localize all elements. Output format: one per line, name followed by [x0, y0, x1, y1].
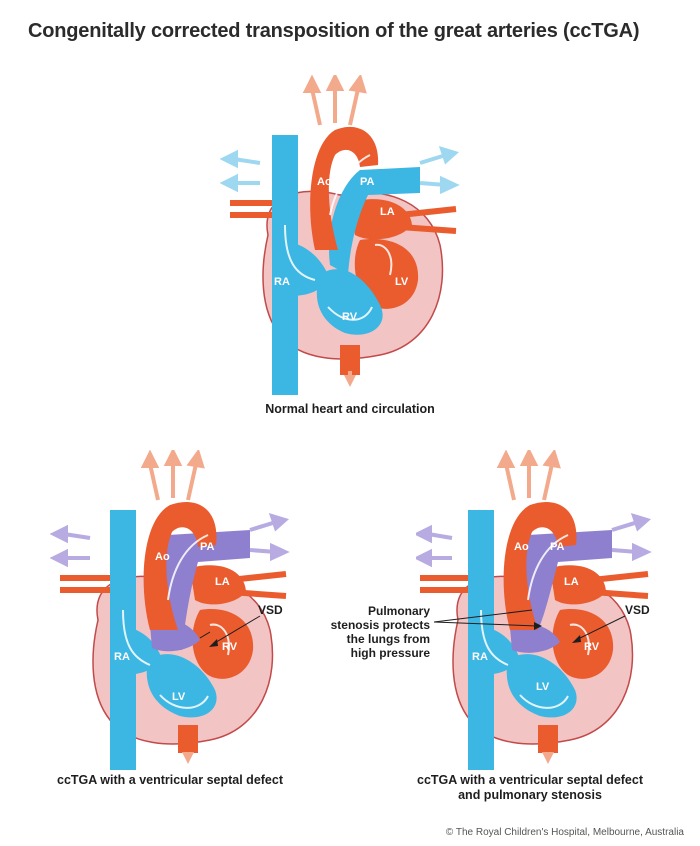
stenosis-line-4: high pressure [350, 646, 430, 660]
descending-aorta [538, 725, 558, 753]
aorta [503, 501, 577, 630]
pulmonary-veins [60, 571, 287, 599]
caption-cctga-vsd-ps: ccTGA with a ventricular septal defect a… [390, 773, 670, 803]
descending-aorta [178, 725, 198, 753]
stenosis-line-1: Pulmonary [367, 604, 430, 618]
label-la: LA [380, 206, 395, 218]
morphologic-right-ventricle [192, 609, 254, 679]
stenosis-line-3: the lungs from [346, 632, 430, 646]
caption-cctga-vsd: ccTGA with a ventricular septal defect [57, 773, 283, 787]
caption-normal: Normal heart and circulation [265, 402, 435, 416]
descending-arrow [182, 752, 194, 764]
descending-aorta [340, 345, 360, 375]
lung-arrows [416, 512, 652, 568]
vsd-pointer-line [199, 631, 211, 639]
label-rv: RV [342, 311, 358, 323]
left-atrium [190, 565, 246, 605]
cctga-vsd-ps-diagram: Ao PA LA RA RV LV [416, 450, 652, 770]
callout-vsd-left: VSD [258, 603, 283, 617]
aorta [143, 501, 217, 630]
morphologic-left-ventricle [506, 654, 577, 718]
cctga-vsd-diagram: Ao PA LA RA RV LV [50, 450, 290, 770]
morphologic-left-ventricle [146, 654, 217, 718]
label-ao: Ao [317, 176, 332, 188]
page-title: Congenitally corrected transposition of … [28, 20, 640, 42]
stenosis-leader [433, 609, 542, 630]
label-ra: RA [472, 651, 488, 663]
label-ra: RA [274, 276, 290, 288]
vsd-leader-right [572, 615, 626, 643]
label-la: LA [215, 576, 230, 588]
right-ventricle [316, 269, 383, 335]
label-ra: RA [114, 651, 130, 663]
normal-heart-diagram: Ao PA LA RA LV RV [220, 75, 460, 395]
right-atrium [272, 241, 330, 296]
label-ao: Ao [514, 541, 529, 553]
label-pa: PA [550, 541, 565, 553]
label-lv: LV [536, 681, 550, 693]
vsd-leader-left [209, 615, 261, 647]
pulmonary-artery [161, 530, 250, 650]
left-atrium [350, 199, 412, 240]
descending-arrow [344, 375, 356, 387]
aorta-outflow-arrows [496, 450, 561, 501]
descending-arrow [542, 752, 554, 764]
lung-arrows [220, 145, 460, 195]
callout-vsd-right: VSD [625, 603, 650, 617]
label-rv: RV [584, 641, 600, 653]
right-atrium [468, 626, 520, 675]
label-ao: Ao [155, 551, 170, 563]
caption-line-2: and pulmonary stenosis [458, 788, 602, 802]
label-lv: LV [172, 691, 186, 703]
label-pa: PA [200, 541, 215, 553]
aorta [310, 126, 379, 250]
label-rv: RV [222, 641, 238, 653]
left-atrium [550, 565, 606, 605]
lung-arrows [50, 512, 290, 568]
caption-line-1: ccTGA with a ventricular septal defect [417, 773, 643, 787]
vsd-mixing-zone [510, 624, 560, 653]
aorta-outflow-arrows [302, 75, 367, 126]
copyright-credit: © The Royal Children's Hospital, Melbour… [445, 827, 684, 838]
label-lv: LV [395, 276, 409, 288]
label-pa: PA [360, 176, 375, 188]
pulmonary-artery [329, 167, 420, 275]
aorta-outflow-arrows [140, 450, 205, 501]
label-la: LA [564, 576, 579, 588]
callout-pulmonary-stenosis: Pulmonary stenosis protects the lungs fr… [320, 604, 430, 660]
stenosis-line-2: stenosis protects [330, 618, 430, 632]
morphologic-right-ventricle [552, 609, 614, 679]
